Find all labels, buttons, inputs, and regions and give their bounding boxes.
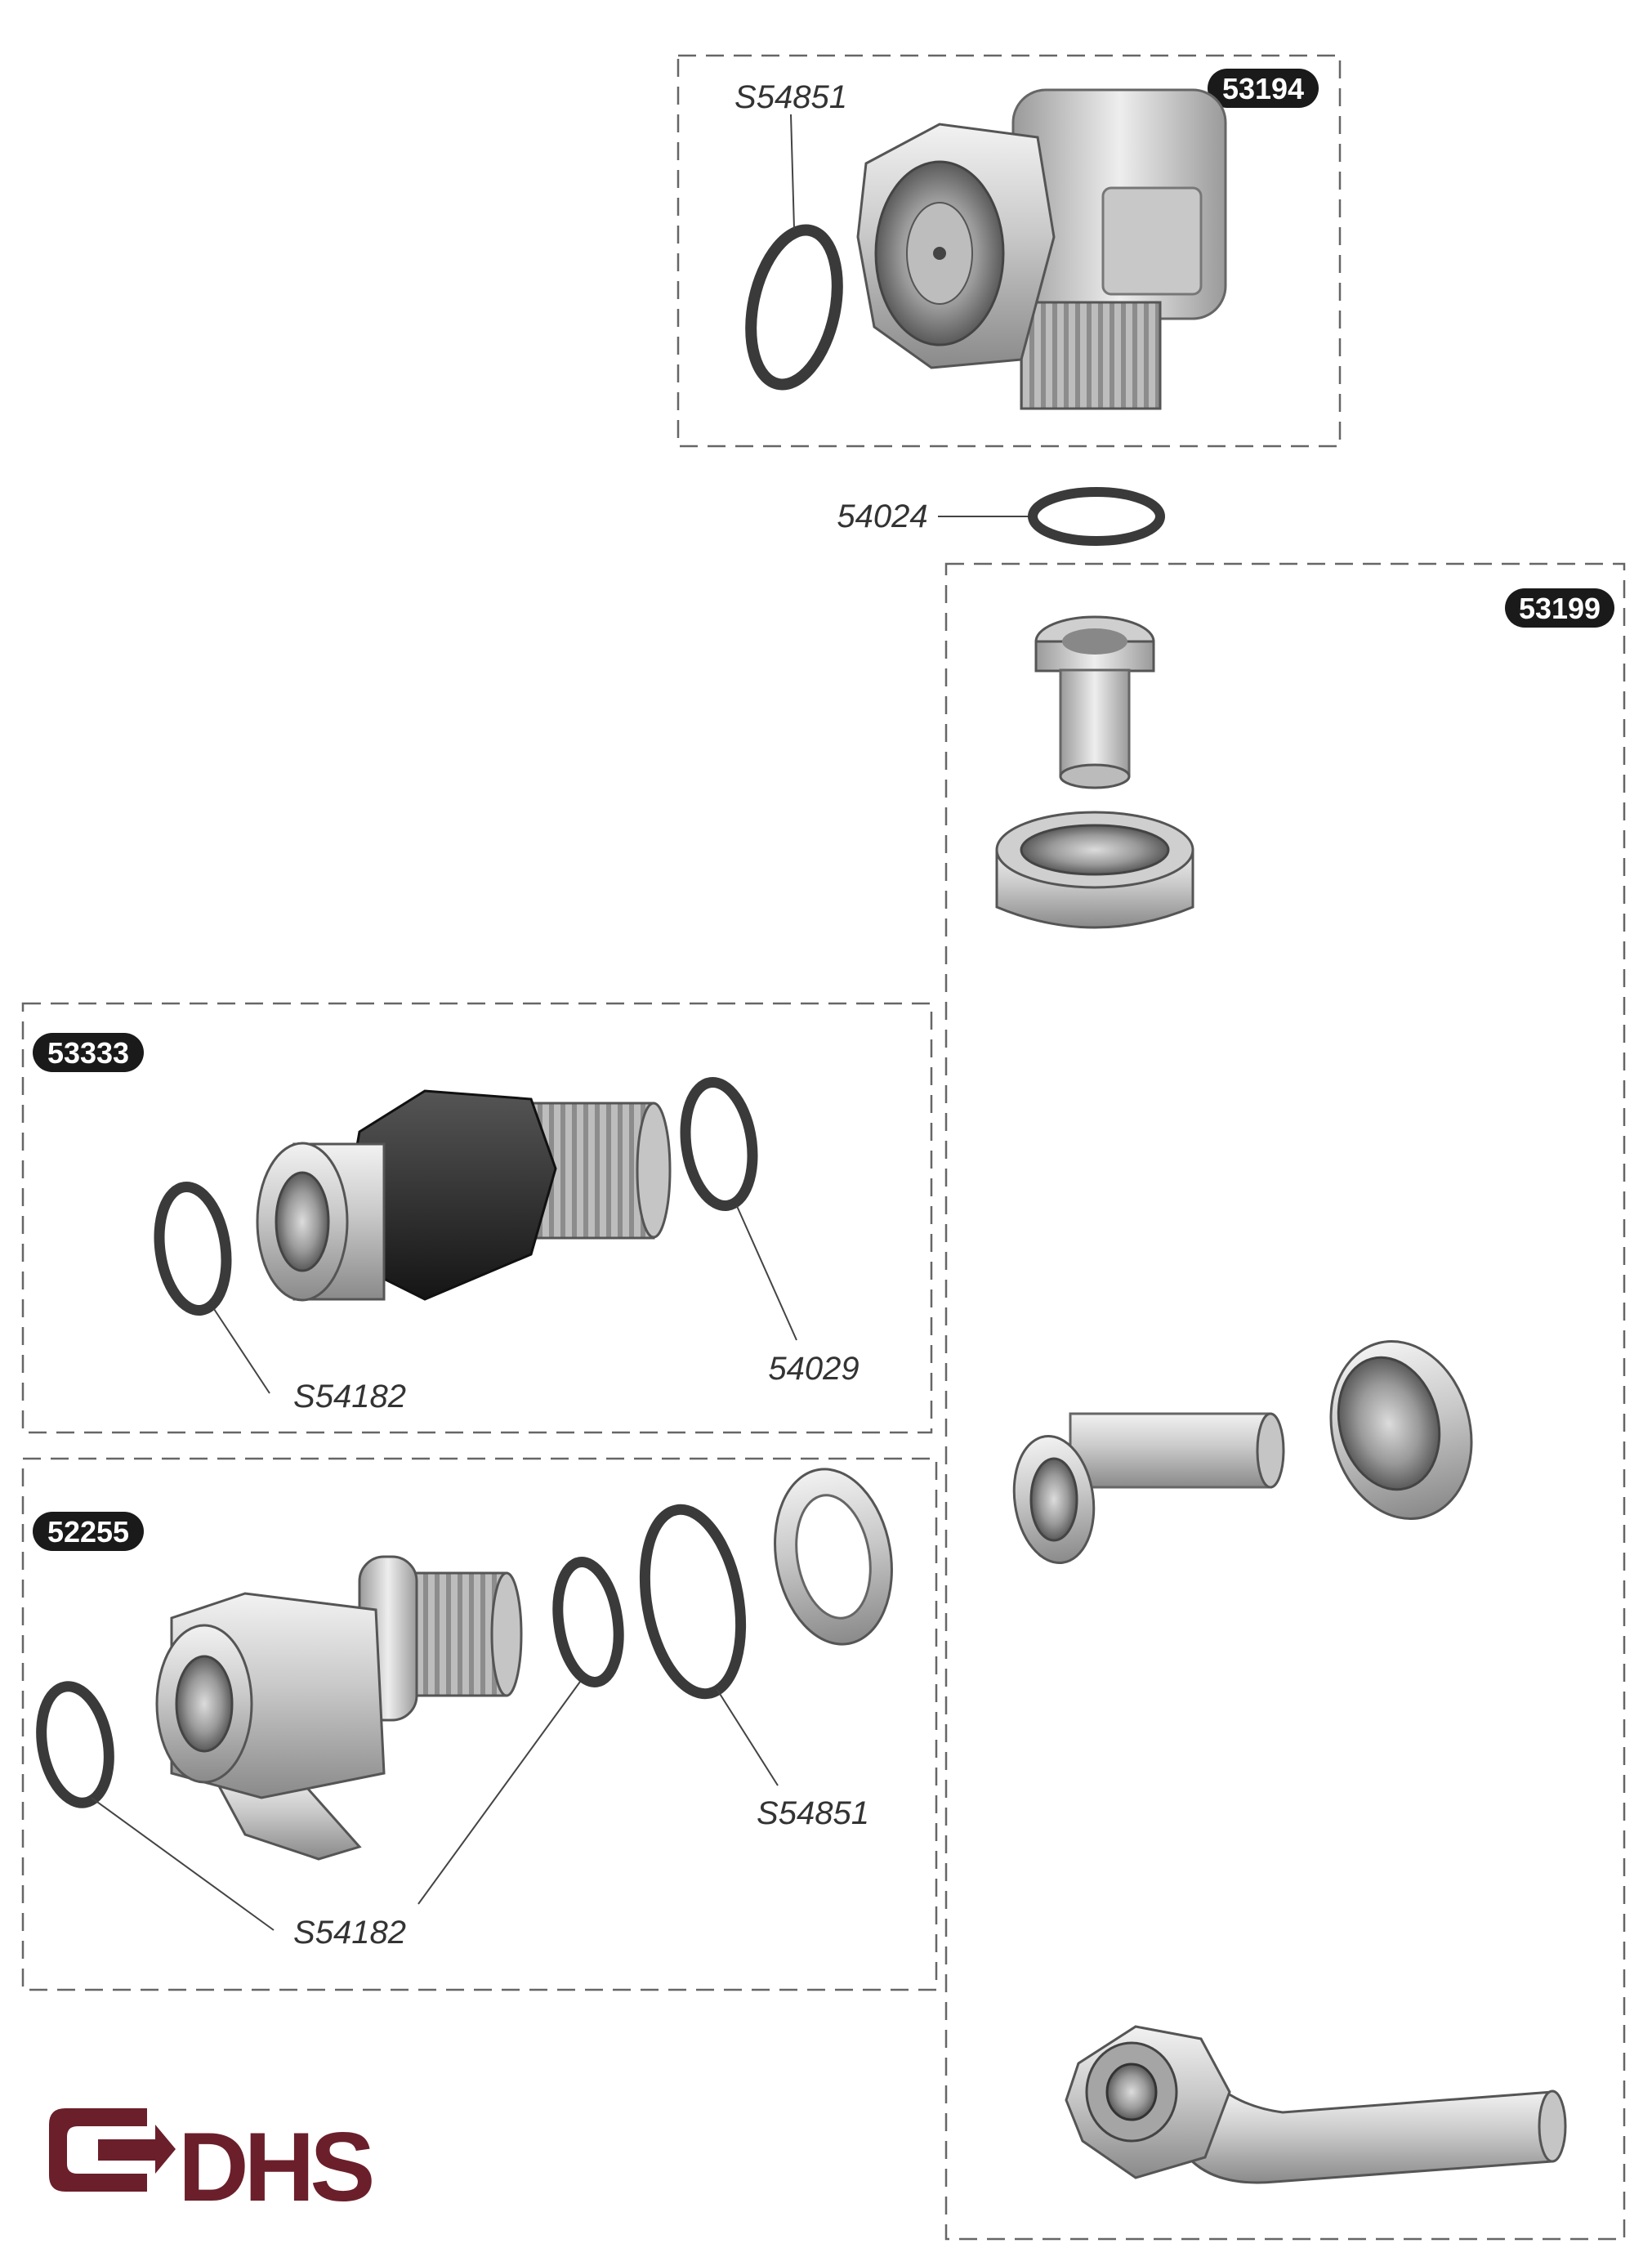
kit-52255-badge: 52255 <box>33 1512 144 1551</box>
tailpiece-vertical <box>1034 615 1155 789</box>
kit-53199-badge: 53199 <box>1505 588 1614 628</box>
kit-52255-frame <box>21 1457 938 1991</box>
kit-53199-group: 53199 <box>944 562 1626 2241</box>
leader-s54851-top <box>790 114 795 230</box>
bent-pipe-with-nut <box>1065 2025 1567 2184</box>
angle-valve-53194 <box>856 88 1227 410</box>
o-ring-s54182-53333 <box>154 1182 232 1316</box>
label-54029: 54029 <box>768 1351 859 1387</box>
kit-53199-number: 53199 <box>1519 592 1601 625</box>
label-54024: 54024 <box>837 498 927 534</box>
strainer-body-52255 <box>155 1555 523 1861</box>
o-ring-s54851-top <box>745 224 843 391</box>
kit-52255-number: 52255 <box>47 1515 129 1549</box>
leader-s54182-52255-a <box>91 1797 275 1931</box>
union-nut-horizontal <box>1329 1340 1473 1520</box>
label-s54851-52255: S54851 <box>757 1795 869 1831</box>
leader-54029 <box>736 1205 797 1341</box>
o-ring-s54182-left-52255 <box>36 1681 114 1808</box>
kit-53333-frame <box>21 1002 933 1434</box>
tailpiece-horizontal <box>1012 1412 1285 1565</box>
kit-53194-group: 53194 S54851 <box>676 54 1342 448</box>
o-ring-s54851-52255 <box>639 1504 747 1700</box>
kit-53199-frame <box>944 562 1626 2241</box>
leader-s54851-52255 <box>717 1689 779 1786</box>
dhs-logo-arrow-icon <box>49 2108 147 2192</box>
label-s54182-52255: S54182 <box>293 1915 406 1951</box>
kit-53333-group: 53333 S54182 54029 <box>21 1002 933 1434</box>
lock-nut-52255 <box>774 1468 893 1646</box>
leader-s54182-53333 <box>213 1308 270 1394</box>
dhs-logo: DHS <box>49 2108 377 2222</box>
label-s54182-53333: S54182 <box>293 1379 406 1415</box>
o-ring-small-52255 <box>552 1557 624 1687</box>
leader-s54182-52255-b <box>417 1681 581 1905</box>
washer-54024-group: 54024 <box>837 487 1165 546</box>
o-ring-54029 <box>680 1077 758 1211</box>
label-s54851-top: S54851 <box>734 79 847 115</box>
kit-53333-badge: 53333 <box>33 1033 144 1072</box>
dhs-logo-text: DHS <box>178 2112 372 2222</box>
kit-53194-badge: 53194 <box>1208 69 1319 108</box>
kit-52255-group: 52255 S54851 S54182 <box>21 1457 938 1991</box>
union-nut-vertical <box>995 811 1194 929</box>
washer-54024 <box>1028 487 1165 546</box>
kit-53194-number: 53194 <box>1222 72 1304 105</box>
kit-53333-number: 53333 <box>47 1036 129 1070</box>
adapter-nipple-53333 <box>256 1089 672 1302</box>
